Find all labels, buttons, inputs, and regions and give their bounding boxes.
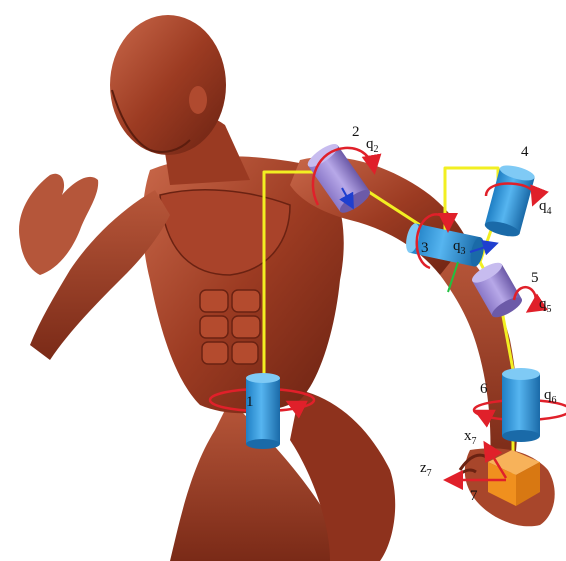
joint-index-label: 6 [480,381,488,397]
joint-cylinder-6 [502,374,540,436]
joint-index-label: 2 [352,124,360,140]
joint-angle-label: q2 [366,136,379,155]
joint-index-label: 1 [246,394,254,410]
end-effector-index-label: 7 [470,488,478,504]
axis-x-label: x7 [464,428,477,447]
joint-index-label: 4 [521,144,529,160]
joint-angle-label: q4 [539,198,552,217]
head-shape [110,15,226,155]
axis-z-label: z7 [420,460,432,479]
joint-cylinder-1 [246,378,280,444]
ear-shape [189,86,207,114]
joint-index-label: 5 [531,270,539,286]
joint-4: 4 q4 [483,144,551,239]
joint-angle-label: q5 [539,296,552,315]
joint-index-label: 3 [421,240,429,256]
